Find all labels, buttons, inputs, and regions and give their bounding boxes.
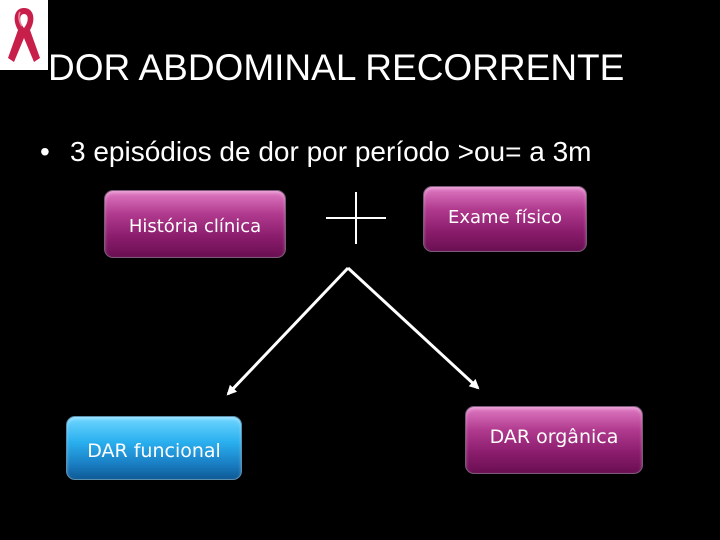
exame-fisico-box: Exame físico [423,186,587,252]
dar-organica-label: DAR orgânica [489,426,619,448]
bullet-item: • 3 episódios de dor por período >ou= a 3… [40,134,591,170]
diverging-arrows-icon [226,266,480,396]
bullet-marker: • [40,136,50,167]
plus-sign-icon [326,192,386,244]
exame-fisico-label: Exame físico [447,206,562,228]
slide-title: DOR ABDOMINAL RECORRENTE [48,47,625,88]
pink-ribbon-icon [0,0,48,70]
historia-clinica-box: História clínica [104,190,286,258]
bullet-text: 3 episódios de dor por período >ou= a 3m [70,136,592,167]
dar-organica-box: DAR orgânica [465,406,643,474]
dar-funcional-label: DAR funcional [87,440,221,462]
dar-funcional-box: DAR funcional [66,416,242,480]
historia-clinica-label: História clínica [128,215,262,237]
